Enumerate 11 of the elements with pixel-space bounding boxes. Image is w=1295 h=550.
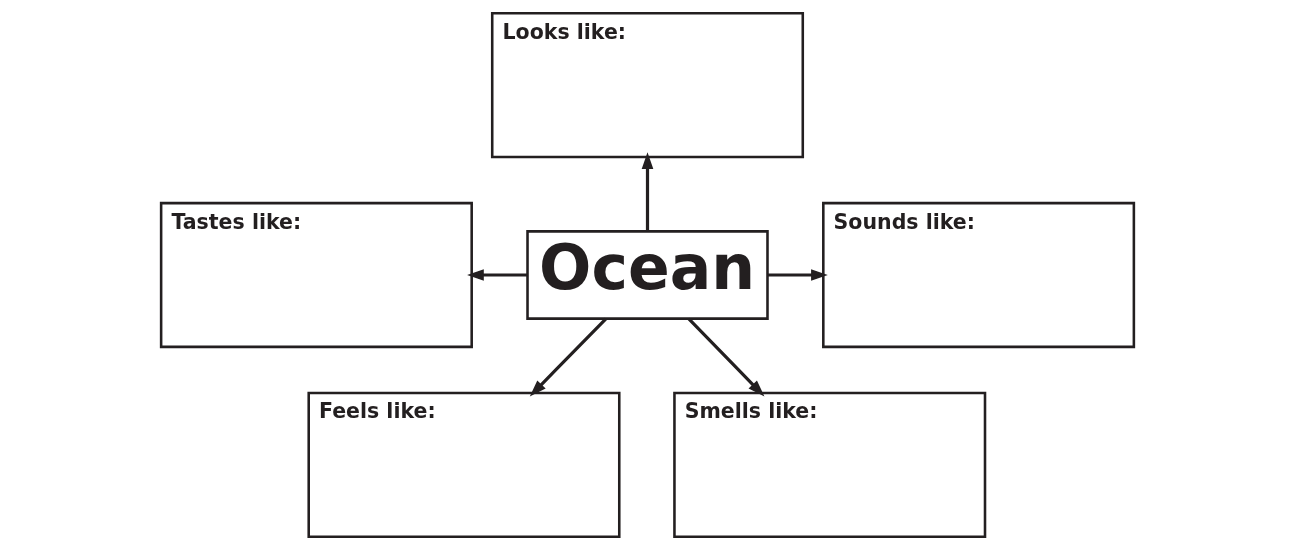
node-box: Tastes like:: [159, 201, 473, 349]
node-box: Ocean: [526, 230, 769, 320]
arrow: [767, 269, 828, 281]
arrow: [687, 317, 765, 397]
node-box: Smells like:: [673, 391, 987, 539]
arrow: [529, 317, 607, 397]
node-box: Looks like:: [490, 11, 805, 159]
arrow: [467, 269, 528, 281]
node-box: Feels like:: [307, 391, 621, 539]
node-box: Sounds like:: [822, 201, 1136, 349]
arrow: [641, 152, 654, 232]
